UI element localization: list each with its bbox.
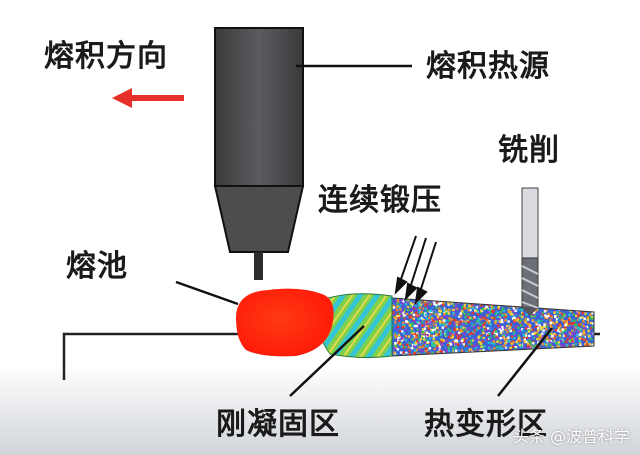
label-molten-pool: 熔池 — [66, 249, 128, 284]
watermark-text: 头条 @波普科学 — [512, 427, 630, 446]
label-milling: 铣削 — [498, 133, 560, 168]
leader-lines — [175, 64, 553, 397]
label-heat-deformation-zone: 热变形区 — [424, 407, 548, 442]
molten-pool — [236, 288, 334, 357]
watermark: 头条 @波普科学 — [513, 423, 630, 447]
label-continuous-forging: 连续锻压 — [318, 183, 442, 218]
heat-source-torch — [213, 27, 305, 280]
forging-arrows — [394, 235, 437, 305]
label-deposition-direction: 熔积方向 — [44, 39, 168, 74]
heat-deformation-zone — [392, 298, 594, 356]
label-just-solidified-zone: 刚凝固区 — [216, 407, 340, 442]
label-heat-source: 熔积热源 — [426, 49, 550, 84]
direction-arrow — [112, 88, 184, 108]
milling-cutter — [521, 187, 539, 316]
bottom-shading — [0, 365, 640, 455]
